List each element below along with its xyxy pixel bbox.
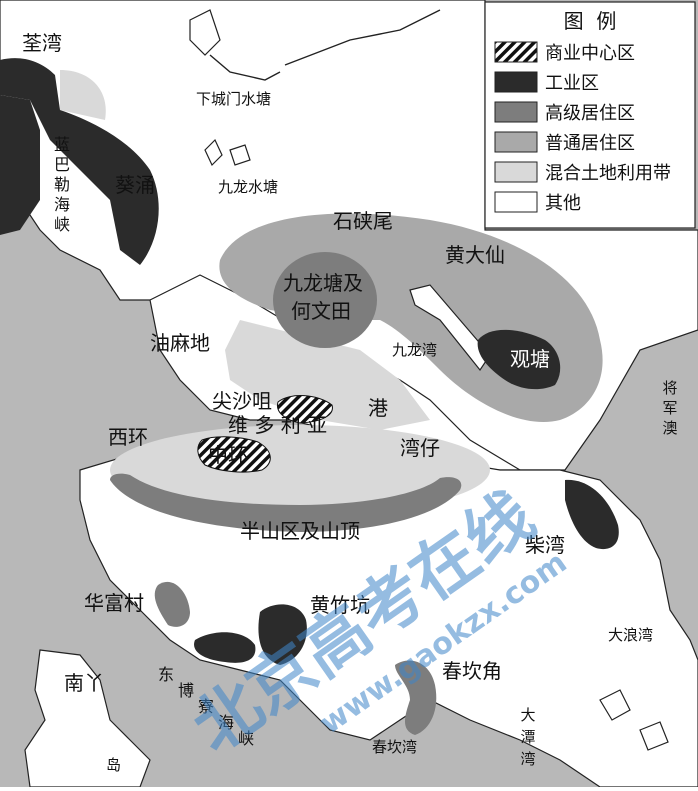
label-gang: 港 <box>368 396 388 420</box>
label-chaiwan: 柴湾 <box>525 533 565 557</box>
label-huangzhukeng: 黄竹坑 <box>310 593 370 617</box>
kowloon-bay-strip <box>409 284 491 372</box>
zone-high-residential-midlevels <box>110 473 462 532</box>
zone-high-residential-chunkan <box>395 660 437 735</box>
zone-industrial-kuiyong <box>0 58 159 265</box>
legend-item-label: 其他 <box>545 193 581 214</box>
zone-industrial-kuiyong-inner <box>0 95 40 235</box>
label-quanwan: 荃湾 <box>22 31 62 55</box>
zone-high-residential-kowloontang <box>273 252 377 348</box>
label-huangdaxian: 黄大仙 <box>445 243 505 267</box>
label-banshan: 半山区及山顶 <box>240 519 360 543</box>
label-jiulongtang-line2: 何文田 <box>291 299 351 323</box>
legend-title: 图 例 <box>564 9 617 33</box>
label-shixiawei: 石硖尾 <box>333 209 393 233</box>
label-huafucun: 华富村 <box>84 591 144 615</box>
label-jiulongtang-line1: 九龙塘及 <box>283 271 363 295</box>
zone-normal-residential-west <box>60 70 106 120</box>
label-chunkanjiao: 春坎角 <box>442 659 502 683</box>
label-jiulongtang: 九龙塘及 何文田 <box>283 271 369 323</box>
channel-line <box>284 9 441 66</box>
label-jiulongshuitang: 九龙水塘 <box>218 178 278 196</box>
label-youmadi: 油麻地 <box>150 331 210 355</box>
zone-high-residential-huafu <box>154 581 190 627</box>
label-xihuan: 西环 <box>108 425 148 449</box>
zone-industrial-guantang <box>477 329 561 390</box>
islet-2 <box>229 144 251 166</box>
land-lamma-island <box>24 649 151 788</box>
label-nanya: 南丫 <box>64 671 104 695</box>
zone-industrial-chaiwan <box>565 479 619 550</box>
label-jianshazui: 尖沙咀 <box>212 389 272 413</box>
legend-item-label: 混合土地利用带 <box>545 163 671 184</box>
legend-item-label: 高级居住区 <box>545 103 635 124</box>
label-xiachengmen: 下城门水塘 <box>196 90 271 108</box>
legend-item-label: 工业区 <box>545 73 599 94</box>
legend-swatch <box>494 161 538 183</box>
label-chunkanwan: 春坎湾 <box>372 738 417 756</box>
label-lanba: 蓝巴勒海峡 <box>54 135 70 234</box>
zone-mixed-kowloon <box>225 320 430 430</box>
zone-industrial-huangzhukeng <box>258 604 307 665</box>
reservoir-line <box>209 54 281 81</box>
legend-swatch <box>494 101 538 123</box>
legend-item-label: 普通居住区 <box>545 133 635 154</box>
label-dongbojia: 东博寮海峡 <box>158 665 254 748</box>
label-wanzai: 湾仔 <box>400 436 440 460</box>
islet-4 <box>599 689 631 721</box>
label-kuiyong: 葵涌 <box>115 173 155 197</box>
label-guantang: 观塘 <box>510 347 550 371</box>
label-weiduoliya: 维 多 利 亚 <box>228 413 327 437</box>
legend-swatch <box>494 131 538 153</box>
zone-commercial-zhonghuan <box>197 436 271 473</box>
label-dalangwan: 大浪湾 <box>608 626 653 644</box>
label-dao: 岛 <box>106 756 121 774</box>
islet-3 <box>189 9 221 56</box>
legend-swatch <box>494 191 538 213</box>
label-jiulongwan: 九龙湾 <box>392 341 437 359</box>
label-datanwan: 大潭湾 <box>520 706 535 768</box>
labels-layer: 荃湾 下城门水塘 葵涌 九龙水塘 石硖尾 黄大仙 九龙塘及 何文田 油麻地 九龙… <box>22 31 678 774</box>
zone-industrial-aberdeen <box>194 632 256 663</box>
legend-swatch <box>494 41 538 63</box>
label-jiangjunao: 将军澳 <box>662 379 677 437</box>
label-zhonghuan: 中环 <box>208 443 248 467</box>
islet-1 <box>204 138 223 167</box>
legend-swatch <box>494 71 538 93</box>
zone-commercial-jianshazui <box>276 395 333 424</box>
islet-5 <box>639 721 669 751</box>
legend-item-label: 商业中心区 <box>545 43 635 64</box>
